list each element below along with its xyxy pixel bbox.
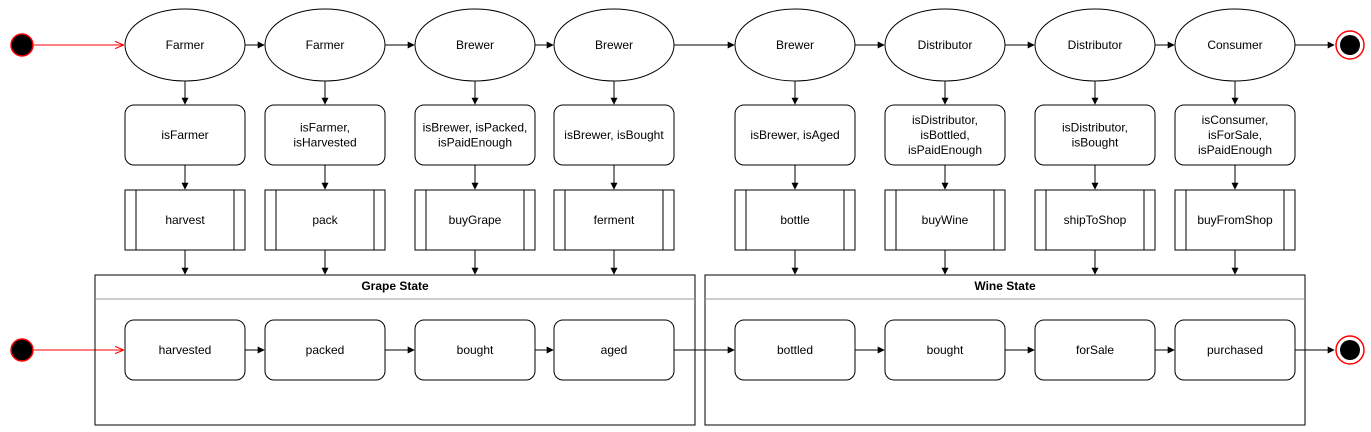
guard-label: isHarvested: [293, 136, 356, 150]
state-container-title: Wine State: [974, 279, 1036, 293]
function-box: [1034, 189, 1156, 251]
state-box: [264, 319, 386, 381]
guard-label: isFarmer,: [300, 121, 350, 135]
function-label: ferment: [594, 213, 635, 227]
state-label: packed: [306, 343, 345, 357]
state-label: purchased: [1207, 343, 1263, 357]
function-label: shipToShop: [1064, 213, 1127, 227]
actor-ellipse: [124, 8, 246, 82]
function-label: harvest: [165, 213, 205, 227]
actor-ellipse: [553, 8, 675, 82]
guard-label: isBrewer, isBought: [564, 128, 664, 142]
guard-label: isDistributor,: [912, 113, 978, 127]
function-label: pack: [312, 213, 338, 227]
function-label: buyGrape: [449, 213, 502, 227]
guard-box: [264, 104, 386, 166]
actor-label: Brewer: [776, 38, 814, 52]
guard-label: isPaidEnough: [438, 136, 512, 150]
actor-ellipse: [1174, 8, 1296, 82]
end-node-top: [1340, 35, 1360, 55]
actor-label: Distributor: [1068, 38, 1123, 52]
state-box: [734, 319, 856, 381]
guard-box: [884, 104, 1006, 166]
function-box: [1174, 189, 1296, 251]
state-box: [553, 319, 675, 381]
state-box: [1034, 319, 1156, 381]
function-box: [553, 189, 675, 251]
guard-box: [1174, 104, 1296, 166]
actor-ellipse: [734, 8, 856, 82]
state-box: [1174, 319, 1296, 381]
guard-label: isForSale,: [1208, 128, 1262, 142]
state-label: forSale: [1076, 343, 1114, 357]
guard-label: isBrewer, isPacked,: [423, 121, 528, 135]
function-label: buyFromShop: [1197, 213, 1273, 227]
actor-label: Brewer: [456, 38, 494, 52]
function-box: [264, 189, 386, 251]
end-node-bottom: [1340, 340, 1360, 360]
state-label: bought: [457, 343, 494, 357]
function-label: bottle: [780, 213, 810, 227]
function-box: [734, 189, 856, 251]
start-node-bottom: [10, 338, 34, 362]
guard-label: isPaidEnough: [1198, 143, 1272, 157]
actor-ellipse: [414, 8, 536, 82]
start-node-top: [10, 33, 34, 57]
actor-label: Distributor: [918, 38, 973, 52]
actor-label: Farmer: [306, 38, 345, 52]
state-container: [704, 274, 1306, 426]
state-label: harvested: [159, 343, 212, 357]
actor-ellipse: [264, 8, 386, 82]
guard-label: isConsumer,: [1202, 113, 1269, 127]
guard-box: [1034, 104, 1156, 166]
guard-label: isBought: [1072, 136, 1119, 150]
state-label: aged: [601, 343, 628, 357]
guard-box: [734, 104, 856, 166]
state-box: [884, 319, 1006, 381]
state-label: bottled: [777, 343, 813, 357]
guard-label: isDistributor,: [1062, 121, 1128, 135]
actor-ellipse: [884, 8, 1006, 82]
guard-box: [124, 104, 246, 166]
function-box: [414, 189, 536, 251]
actor-label: Brewer: [595, 38, 633, 52]
actor-label: Consumer: [1207, 38, 1262, 52]
guard-label: isFarmer: [161, 128, 208, 142]
state-label: bought: [927, 343, 964, 357]
guard-label: isPaidEnough: [908, 143, 982, 157]
guard-label: isBottled,: [920, 128, 969, 142]
function-label: buyWine: [922, 213, 969, 227]
guard-label: isBrewer, isAged: [750, 128, 839, 142]
function-box: [124, 189, 246, 251]
state-container-title: Grape State: [361, 279, 429, 293]
actor-ellipse: [1034, 8, 1156, 82]
guard-box: [414, 104, 536, 166]
state-box: [124, 319, 246, 381]
state-container: [94, 274, 696, 426]
guard-box: [553, 104, 675, 166]
actor-label: Farmer: [166, 38, 205, 52]
state-box: [414, 319, 536, 381]
function-box: [884, 189, 1006, 251]
